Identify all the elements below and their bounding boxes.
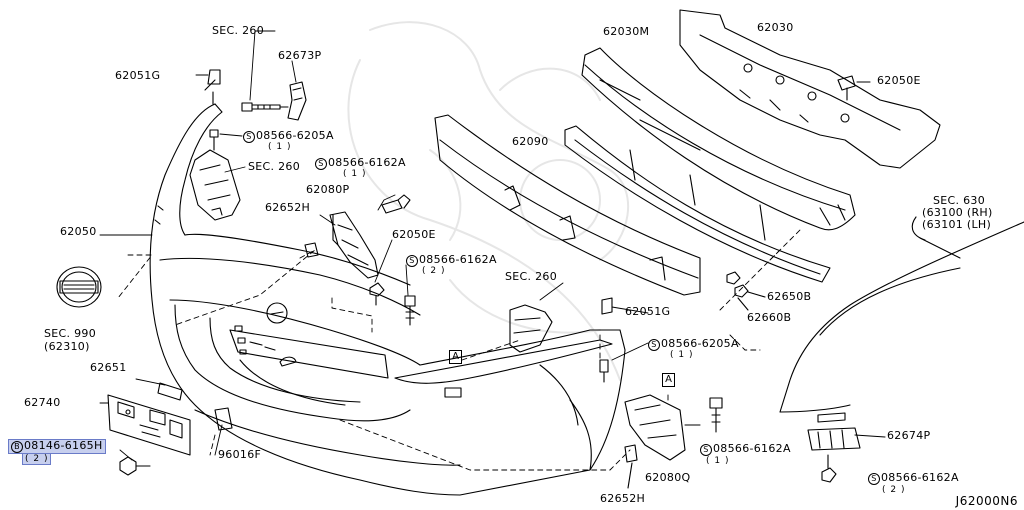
label-sec630-rh: (63100 (RH) — [922, 206, 993, 219]
label-62050: 62050 — [60, 225, 97, 238]
watermark-emblem — [347, 21, 630, 381]
label-62050E-top: 62050E — [877, 74, 921, 87]
nuts-62650B-62660B — [726, 271, 766, 311]
label-62650B: 62650B — [767, 290, 812, 303]
qty-label: ( 1 ) — [343, 169, 367, 179]
license-plate-bracket-62740 — [107, 382, 191, 476]
label-62673P: 62673P — [278, 49, 322, 62]
bolt-symbol-icon: S — [243, 131, 255, 143]
bracket-62030 — [679, 9, 941, 169]
bumper-fascia-62050 — [149, 103, 626, 496]
clip-96016F — [214, 407, 233, 431]
clip-62652H-bottom — [624, 444, 638, 489]
label-62080Q: 62080Q — [645, 471, 691, 484]
label-96016F: 96016F — [218, 448, 262, 461]
qty-label: ( 2 ) — [882, 485, 906, 495]
qty-label: ( 1 ) — [706, 456, 730, 466]
leader-lines-left — [99, 30, 649, 461]
bolt-symbol-icon: S — [406, 255, 418, 267]
qty-label: ( 2 ) — [422, 266, 446, 276]
bolt-symbol-icon: B — [11, 441, 23, 453]
reference-marker-a: A — [662, 373, 675, 387]
reinforcement-62030M — [564, 47, 856, 283]
label-62051G-top: 62051G — [115, 69, 161, 82]
sheet-code: J62000N6 — [955, 494, 1018, 508]
bracket-62080Q — [624, 394, 701, 461]
right-headlamp-bracket — [509, 304, 553, 353]
energy-absorber-62090 — [434, 114, 701, 296]
bolt-62050E-top — [837, 75, 871, 101]
bolt-symbol-icon: S — [648, 339, 660, 351]
label-sec630: SEC. 630 — [933, 194, 986, 207]
bracket-62080P — [329, 211, 379, 279]
bolt-bottom-right — [599, 359, 837, 483]
label-62740: 62740 — [24, 396, 61, 409]
clip-62652H-top — [304, 242, 319, 258]
label-sec990-ref: (62310) — [44, 340, 90, 353]
label-sec260-mid: SEC. 260 — [248, 160, 301, 173]
label-62652H-top: 62652H — [265, 201, 311, 214]
clip-62051G-right — [601, 297, 613, 315]
label-62030: 62030 — [757, 21, 794, 34]
label-62050E-mid: 62050E — [392, 228, 436, 241]
reference-marker-a: A — [449, 350, 462, 364]
label-62660B: 62660B — [747, 311, 792, 324]
bolt-62050E-mid — [369, 194, 416, 326]
label-sec990: SEC. 990 — [44, 327, 97, 340]
label-62030M: 62030M — [603, 25, 650, 38]
label-62652H-bottom: 62652H — [600, 492, 646, 505]
left-headlamp-bracket — [189, 149, 241, 221]
label-62674P: 62674P — [887, 429, 931, 442]
label-sec260-right: SEC. 260 — [505, 270, 558, 283]
bolt-symbol-icon: S — [315, 158, 327, 170]
nissan-emblem — [56, 266, 102, 308]
label-62651: 62651 — [90, 361, 127, 374]
bolt-symbol-icon: S — [700, 444, 712, 456]
dashed-reference-lines — [117, 229, 801, 471]
qty-label: ( 1 ) — [268, 142, 292, 152]
bolt-symbol-icon: S — [868, 473, 880, 485]
label-62051G-right: 62051G — [625, 305, 671, 318]
label-sec630-lh: (63101 (LH) — [922, 218, 992, 231]
bolt-top-left — [204, 69, 289, 151]
clip-62673P — [287, 81, 307, 121]
label-62080P: 62080P — [306, 183, 350, 196]
fender-sec630 — [779, 216, 1024, 413]
qty-label: ( 1 ) — [670, 350, 694, 360]
clip-62674P — [807, 412, 886, 451]
qty-label: ( 2 ) — [22, 453, 52, 465]
label-sec260-top: SEC. 260 — [212, 24, 265, 37]
label-62090: 62090 — [512, 135, 549, 148]
